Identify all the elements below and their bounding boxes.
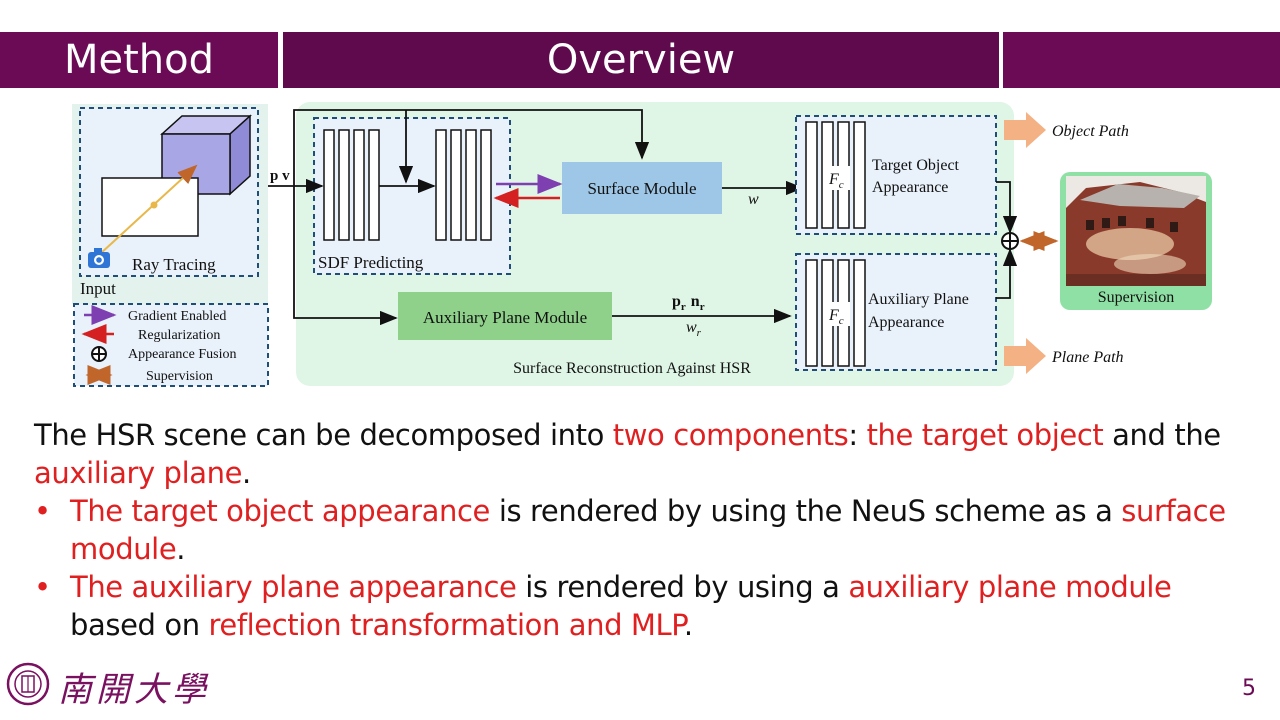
- method-diagram: Ray Tracing Input Gradient Enabled Regul…: [72, 102, 1212, 387]
- legend-supervision-label: Supervision: [146, 369, 213, 384]
- target-fc-label-bg: [826, 166, 850, 190]
- intro-paragraph: The HSR scene can be decomposed into two…: [34, 418, 1221, 490]
- w-label: w: [748, 191, 759, 208]
- aux-appearance-line2: Appearance: [868, 314, 944, 331]
- plane-path-label: Plane Path: [1051, 349, 1124, 366]
- ray-point: [150, 201, 158, 209]
- legend-fusion-label: Appearance Fusion: [128, 347, 236, 362]
- aux-module-label: Auxiliary Plane Module: [423, 308, 587, 327]
- object-path-label: Object Path: [1052, 123, 1129, 140]
- bullet-auxiliary-plane: •The auxiliary plane appearance is rende…: [34, 570, 1172, 642]
- skip-to-surface-arrow: [293, 109, 650, 186]
- supervision-label: Supervision: [1098, 289, 1174, 306]
- sdf-network-right: [435, 129, 492, 241]
- university-name: 南開大學: [58, 670, 210, 710]
- target-fc-label: Fc: [828, 171, 844, 191]
- bullet-target-object: •The target object appearance is rendere…: [34, 494, 1226, 566]
- supervision-image: [1066, 176, 1206, 286]
- camera-icon: [88, 248, 110, 268]
- bullet-icon: •: [34, 570, 51, 604]
- university-seal-icon: [6, 662, 50, 706]
- ray-line: [99, 164, 198, 255]
- plane-path-arrow: [1004, 338, 1046, 374]
- pv-label: p v: [270, 168, 290, 184]
- surface-module-box: [562, 162, 722, 214]
- target-appearance-line1: Target Object: [872, 157, 960, 174]
- sdf-network-left: [323, 129, 380, 241]
- sdf-label: SDF Predicting: [318, 253, 424, 272]
- legend-gradient-label: Gradient Enabled: [128, 309, 226, 324]
- target-appearance-line2: Appearance: [872, 179, 948, 196]
- main-panel-caption: Surface Reconstruction Against HSR: [513, 360, 751, 377]
- target-to-fusion-arrow: [996, 181, 1018, 234]
- object-path-arrow: [1004, 112, 1046, 148]
- fusion-icon: [1001, 232, 1019, 250]
- legend-regularization-label: Regularization: [138, 328, 220, 343]
- header-right-bar: [1003, 32, 1280, 88]
- aux-appearance-line1: Auxiliary Plane: [868, 291, 969, 308]
- ray-tracing-label: Ray Tracing: [132, 255, 216, 274]
- aux-module-box: [398, 292, 612, 340]
- legend-fusion-icon: [91, 346, 107, 362]
- header-method: Method: [0, 32, 278, 88]
- aux-to-fusion-arrow: [996, 248, 1018, 299]
- body-text: The HSR scene can be decomposed into two…: [34, 416, 1264, 644]
- surface-module-label: Surface Module: [587, 179, 696, 198]
- header-title: Overview: [283, 32, 999, 88]
- input-label: Input: [80, 279, 116, 298]
- wr-label: wr: [686, 319, 702, 339]
- aux-fc-label: Fc: [828, 307, 844, 327]
- aux-fc-label-bg: [826, 302, 850, 326]
- input-to-aux-arrow: [293, 186, 398, 326]
- page-number: 5: [1242, 676, 1256, 701]
- bullet-icon: •: [34, 494, 51, 528]
